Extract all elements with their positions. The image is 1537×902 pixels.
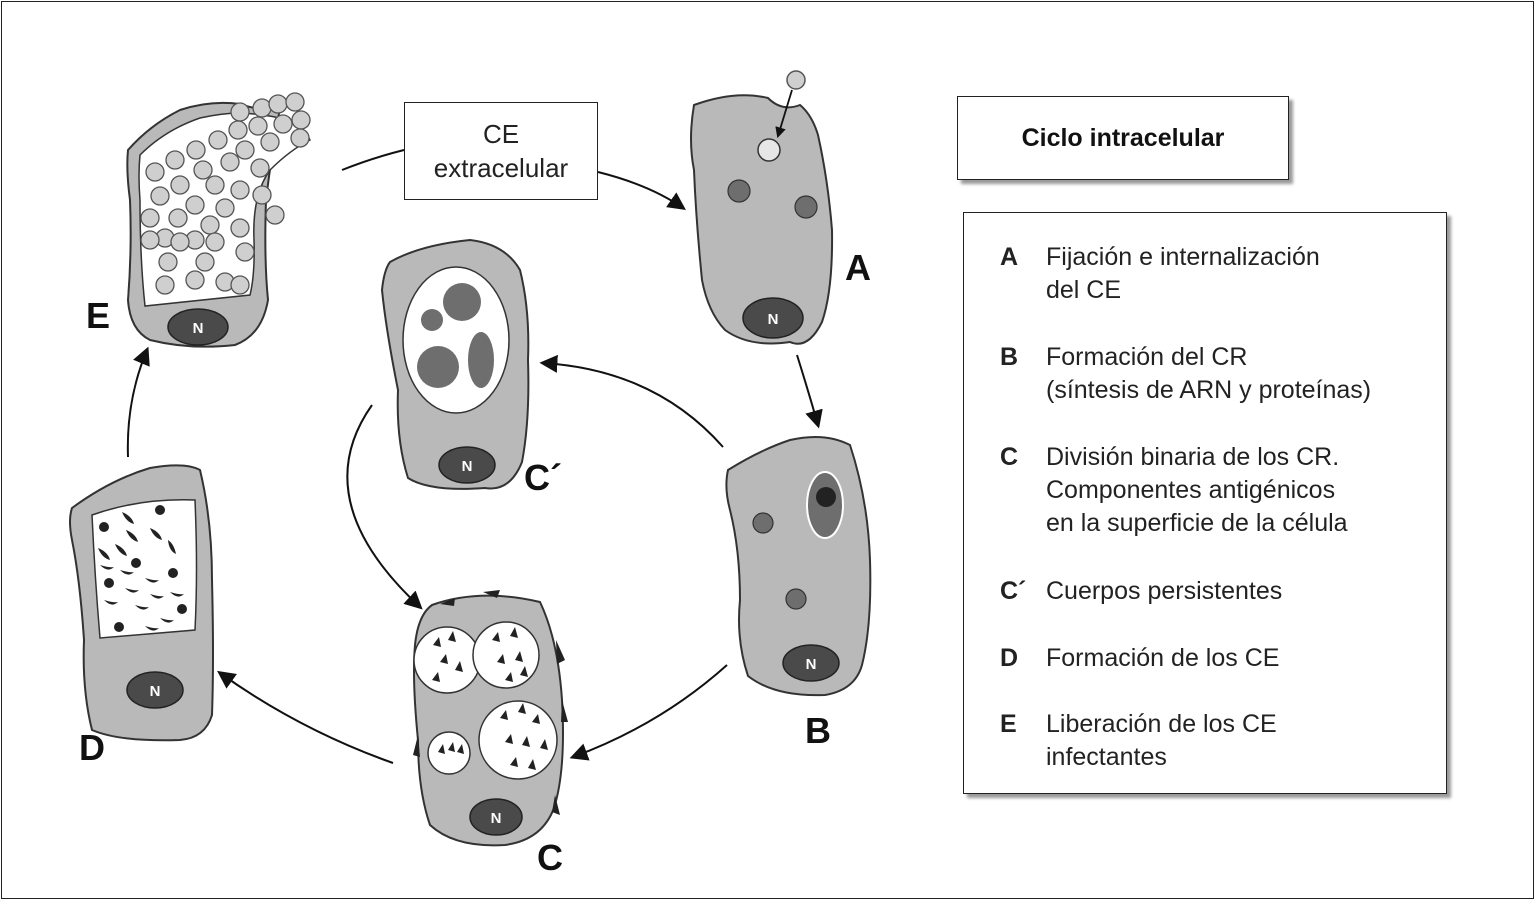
legend-text: Liberación de los CE infectantes	[1046, 708, 1436, 774]
legend-line: Cuerpos persistentes	[1046, 577, 1283, 605]
cell-A: N A	[690, 70, 871, 345]
nucleus-label: N	[462, 458, 473, 475]
arrow-C-to-D	[217, 670, 394, 764]
legend-line: Formación del CR	[1046, 343, 1248, 371]
reticulate-body	[816, 487, 836, 507]
dividing-reticulate-bodies	[432, 627, 548, 770]
elementary-bodies-forming	[98, 505, 187, 632]
legend-line: en la superficie de la célula	[1046, 509, 1348, 537]
legend-item-C: C División binaria de los CR. Componente…	[964, 441, 1436, 540]
persistent-body	[417, 346, 459, 388]
cell-D: N D	[69, 464, 214, 768]
cell-B: N B	[725, 435, 872, 751]
legend-line: División binaria de los CR.	[1046, 443, 1340, 471]
legend-key: C´	[1000, 577, 1027, 605]
cell-label-C: C	[537, 837, 563, 878]
cell-E: N E	[86, 92, 311, 348]
legend-item-C-prime: C´ Cuerpos persistentes	[964, 575, 1436, 608]
vesicle	[727, 179, 751, 203]
arrow-B-to-Cprime	[539, 354, 724, 448]
inclusion	[472, 621, 540, 689]
legend-line: del CE	[1046, 276, 1122, 304]
released-elementary-bodies	[140, 92, 311, 295]
cycle-arrows	[126, 149, 823, 764]
legend-line: Componentes antigénicos	[1046, 476, 1336, 504]
membrane-protein	[483, 590, 500, 598]
callout-line1: CE	[482, 119, 520, 149]
internalized-elementary-body	[757, 138, 781, 162]
entry-arrow	[775, 89, 793, 139]
legend-text: Cuerpos persistentes	[1046, 575, 1436, 608]
arrow-E-to-callout	[341, 149, 405, 171]
legend-key: E	[1000, 710, 1017, 738]
cell-A-membrane	[690, 94, 834, 345]
inclusion	[478, 700, 558, 780]
nucleus-label: N	[491, 810, 502, 827]
legend-item-D: D Formación de los CE	[964, 642, 1436, 675]
nucleus	[167, 308, 229, 346]
legend-item-E: E Liberación de los CE infectantes	[964, 708, 1436, 774]
membrane-protein	[413, 735, 420, 757]
cell-C: N C	[413, 590, 568, 878]
cell-C-prime: N C´	[380, 238, 562, 498]
arrow-A-to-B	[796, 354, 823, 429]
persistent-body	[443, 283, 481, 321]
legend-item-A: A Fijación e internalización del CE	[964, 241, 1436, 307]
nucleus	[782, 644, 840, 682]
nucleus	[438, 446, 496, 484]
legend-key: B	[1000, 343, 1019, 371]
legend-line: Formación de los CE	[1046, 644, 1280, 672]
legend-item-B: B Formación del CR (síntesis de ARN y pr…	[964, 341, 1436, 407]
persistent-body	[468, 332, 494, 388]
cell-label-B: B	[805, 710, 831, 751]
arrow-callout-to-A	[597, 171, 686, 211]
arrow-D-to-E	[126, 346, 150, 458]
membrane-protein	[440, 598, 455, 606]
legend-box: A Fijación e internalización del CE B Fo…	[963, 212, 1447, 794]
legend-title: Ciclo intracelular	[1021, 123, 1225, 152]
nucleus-label: N	[806, 656, 817, 673]
legend-key: D	[1000, 644, 1019, 672]
vesicle	[794, 195, 818, 219]
extracellular-callout: CE extracelular	[404, 102, 598, 200]
membrane-protein	[561, 700, 568, 722]
nucleus-label: N	[768, 311, 779, 328]
nucleus	[469, 798, 523, 836]
legend-line: infectantes	[1046, 743, 1167, 771]
legend-key: C	[1000, 443, 1019, 471]
nucleus	[742, 297, 804, 339]
cell-label-C-prime: C´	[524, 457, 562, 498]
legend-text: Formación del CR (síntesis de ARN y prot…	[1046, 341, 1436, 407]
nucleus-label: N	[150, 683, 161, 700]
membrane-protein	[552, 795, 560, 815]
vesicle	[752, 512, 774, 534]
nucleus-label: N	[193, 320, 204, 337]
legend-line: (síntesis de ARN y proteínas)	[1046, 376, 1372, 404]
legend-text: División binaria de los CR. Componentes …	[1046, 441, 1436, 540]
incoming-elementary-body	[786, 70, 806, 90]
cell-label-E: E	[86, 295, 110, 336]
persistent-body	[421, 309, 443, 331]
arrow-B-to-C	[569, 664, 728, 761]
inclusion	[91, 499, 198, 639]
arrow-Cprime-to-C	[346, 404, 423, 610]
callout-line2: extracelular	[433, 153, 569, 183]
legend-title-box: Ciclo intracelular	[957, 96, 1289, 180]
inclusion	[427, 731, 471, 775]
vesicle	[785, 588, 807, 610]
cell-label-D: D	[79, 727, 105, 768]
membrane-protein	[556, 640, 565, 664]
nucleus	[126, 671, 184, 709]
legend-text: Fijación e internalización del CE	[1046, 241, 1436, 307]
legend-line: Liberación de los CE	[1046, 710, 1277, 738]
legend-line: Fijación e internalización	[1046, 243, 1320, 271]
cell-label-A: A	[845, 247, 871, 288]
legend-text: Formación de los CE	[1046, 642, 1436, 675]
legend-key: A	[1000, 243, 1019, 271]
